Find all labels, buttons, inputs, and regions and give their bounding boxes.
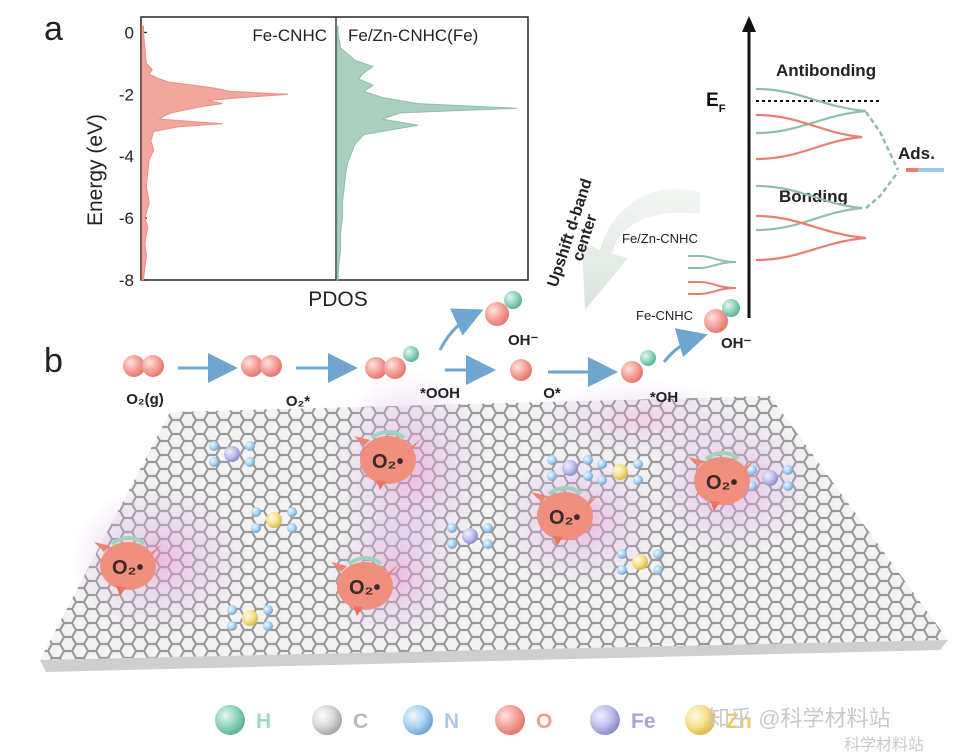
legend-curve-red (688, 281, 737, 295)
legend-label-c: C (353, 710, 368, 733)
zn-atom (266, 512, 282, 528)
h-atom (722, 299, 740, 317)
h-atom (640, 350, 656, 366)
o2-radical: O₂• (354, 430, 422, 490)
h-atom (504, 291, 522, 309)
panel-a-label: a (44, 10, 63, 48)
legend-label-n: N (444, 710, 459, 733)
series-fe-cnhc-area (141, 25, 289, 281)
legend-label-zn: Zn (726, 710, 752, 733)
legend-swatch-fe (590, 705, 620, 735)
legend-swatch-h (215, 705, 245, 735)
left-panel-title: Fe-CNHC (252, 26, 327, 45)
step-oh-ads: *OH (650, 389, 678, 406)
y-tick-label: -8 (119, 271, 134, 290)
band-diagram: EF Antibonding Bonding Ads. (706, 16, 944, 318)
y-tick-label: -6 (119, 209, 134, 228)
o-atom (384, 357, 406, 379)
legend-label-fe: Fe (631, 710, 656, 733)
o2-radical-label: O₂• (349, 577, 380, 599)
legend-swatch-o (495, 705, 525, 735)
step-o-ads: O* (543, 385, 561, 402)
watermark-line2: 科学材料站 (844, 736, 924, 754)
o-atom (260, 355, 282, 377)
o-atom (365, 357, 387, 379)
dopant-atoms (209, 441, 793, 631)
pdos-frame (140, 16, 529, 281)
fe-atom (462, 528, 478, 544)
zn-atom (242, 610, 258, 626)
legend-swatch-c (312, 705, 342, 735)
h-atom (403, 346, 419, 362)
o2-radical-label: O₂• (372, 451, 403, 473)
antibonding-label: Antibonding (776, 61, 876, 80)
orbital-curve (755, 87, 867, 135)
series-fe-zn-cnhc-area (336, 25, 518, 281)
atom-legend: H C N O Fe Zn (215, 705, 752, 735)
o2-radical: O₂• (531, 486, 599, 546)
y-tick-label: 0 (125, 23, 134, 42)
o-atom (510, 359, 532, 381)
legend-label-h: H (256, 710, 271, 733)
o2-radical-label: O₂• (112, 557, 143, 579)
ef-label: EF (706, 90, 726, 115)
oh-label-1: OH⁻ (508, 332, 539, 349)
orbital-curve (755, 184, 863, 232)
reaction-pathway: O₂(g) O₂* *OOH OH⁻ O* *OH OH⁻ (123, 291, 752, 410)
right-panel-title: Fe/Zn-CNHC(Fe) (348, 26, 478, 45)
o2-radical-label: O₂• (706, 472, 737, 494)
o2-radical-mascots: O₂• O₂• O₂• O₂• O₂• (94, 430, 756, 616)
fe-atom (562, 460, 578, 476)
o-atom (142, 355, 164, 377)
legend-fe-cnhc: Fe-CNHC (636, 308, 693, 323)
energy-arrow-head (742, 16, 756, 32)
o-atom (621, 361, 643, 383)
pdos-chart: 0 -2 -4 -6 -8 Fe-CNHC Fe/Zn-CNHC(Fe) Energy … (84, 16, 529, 311)
step-ooh: *OOH (420, 385, 460, 402)
o-atom (123, 355, 145, 377)
zn-atom (612, 464, 628, 480)
ads-state-marker (906, 168, 944, 172)
graphene-sheet (40, 370, 948, 672)
legend-swatch-zn (685, 705, 715, 735)
o-atom (485, 302, 509, 326)
fe-atom (224, 446, 240, 462)
active-site-glow (70, 485, 250, 635)
y-axis-label: Energy (eV) (84, 114, 107, 226)
o2-radical-label: O₂• (549, 507, 580, 529)
y-tick-label: -4 (119, 147, 134, 166)
zn-atom (632, 554, 648, 570)
legend-curve-teal (688, 255, 737, 269)
orbital-curve (755, 214, 867, 262)
legend-swatch-n (403, 705, 433, 735)
x-axis-label: PDOS (308, 288, 368, 311)
o-atom (704, 309, 728, 333)
band-curves (755, 87, 900, 262)
ads-label: Ads. (898, 144, 935, 163)
legend-fe-zn-cnhc: Fe/Zn-CNHC (622, 231, 698, 246)
o-atom (241, 355, 263, 377)
panel-b-label: b (44, 342, 63, 380)
orbital-curve (755, 113, 863, 161)
upshift-arrow: Upshift d-band center Fe/Zn-CNHC Fe-CNHC (545, 177, 737, 323)
o2-radical: O₂• (331, 556, 399, 616)
y-tick-label: -2 (119, 85, 134, 104)
legend-label-o: O (536, 710, 552, 733)
fe-atom (762, 470, 778, 486)
watermark-line1: 知乎 @科学材料站 (708, 706, 890, 731)
step-o2-ads: O₂* (286, 393, 310, 410)
o2-radical: O₂• (94, 536, 162, 596)
step-o2g: O₂(g) (126, 391, 164, 408)
oh-label-2: OH⁻ (721, 335, 752, 352)
o2-radical: O₂• (688, 451, 756, 511)
